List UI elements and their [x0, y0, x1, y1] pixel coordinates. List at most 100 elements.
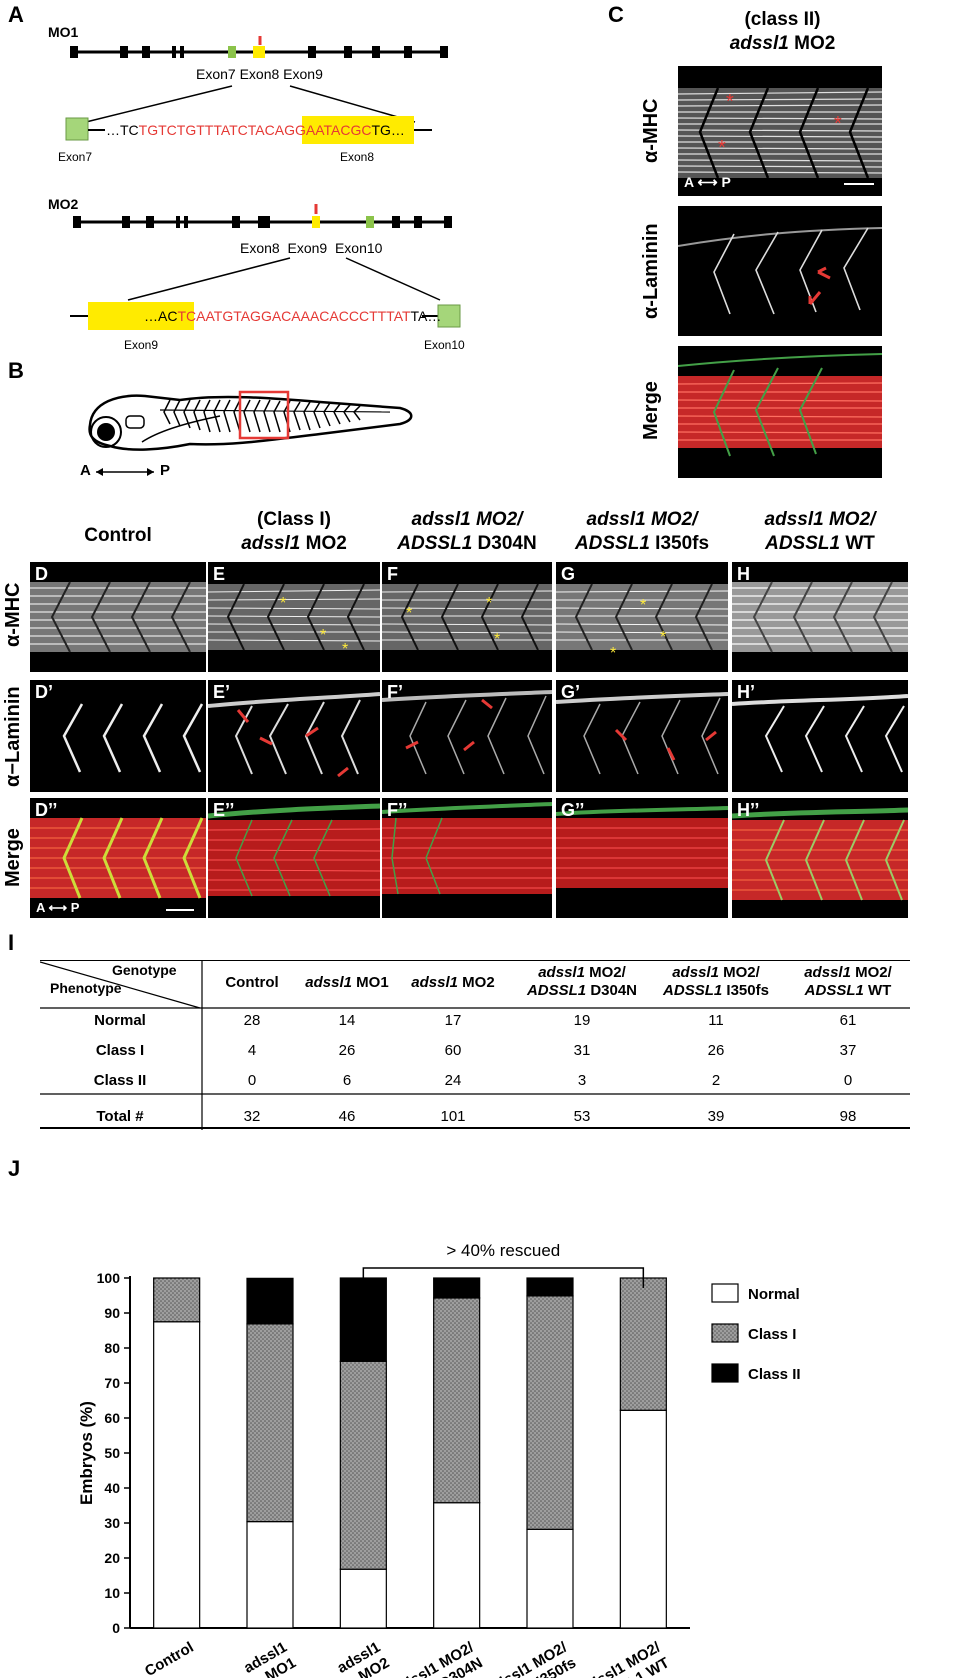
- mo1-exon7-box-label: Exon7: [58, 150, 93, 164]
- bar-segment-class-i: [433, 1297, 481, 1504]
- zebrafish-larva-illustration: [88, 390, 413, 476]
- y-tick-label: 20: [104, 1550, 120, 1566]
- panel-g-image: ***G: [556, 562, 728, 672]
- legend-label: Class II: [748, 1366, 801, 1383]
- panel-label-a: A: [8, 2, 24, 27]
- table-cell: 11: [708, 1012, 724, 1029]
- table-row-normal-label: Normal: [94, 1012, 146, 1029]
- svg-text:*: *: [406, 605, 412, 622]
- x-tick-label: Control: [142, 1639, 197, 1678]
- panel-a: MO1: [0, 0, 560, 360]
- x-tick-label: adssl1 MO2/ADSSL1 D304N: [373, 1638, 487, 1678]
- mo2-label: MO2: [48, 196, 79, 212]
- bar-segment-normal: [526, 1528, 574, 1629]
- row-label-laminin: α−Laminin: [2, 686, 24, 788]
- panel-g-double-prime-image: G’’: [556, 798, 728, 918]
- x-tick-label: adssl1MO1: [241, 1639, 299, 1678]
- bar-segment-normal: [433, 1502, 481, 1629]
- svg-text:*: *: [494, 631, 500, 648]
- table-row-total-label: Total #: [96, 1108, 144, 1125]
- mo2-exon-labels: Exon8 Exon9 Exon10: [240, 240, 383, 256]
- table-corner-genotype: Genotype: [112, 962, 177, 978]
- y-tick-label: 0: [112, 1620, 120, 1636]
- panel-d-prime-image: D’: [30, 680, 206, 792]
- mo2-sequence: …ACTCAATGTAGGACAAACACCCTTTATTA…: [144, 308, 442, 324]
- table-header-mo1: adssl1 MO1: [305, 974, 389, 991]
- table-header-mo2: adssl1 MO2: [411, 974, 495, 991]
- legend-swatch-class-i: [711, 1323, 739, 1343]
- panel-c-row-label-mhc: α-MHC: [640, 98, 662, 164]
- table-headers: Control adssl1 MO1 adssl1 MO2 adssl1 MO2…: [202, 962, 910, 1008]
- y-axis-label: Embryos (%): [77, 1401, 96, 1505]
- panel-c-mhc-image: * * * A ⟷ P: [678, 66, 882, 196]
- y-tick-label: 50: [104, 1445, 120, 1461]
- y-tick-label: 80: [104, 1340, 120, 1356]
- table-cell: 19: [573, 1012, 591, 1029]
- table-cell: 32: [243, 1108, 261, 1125]
- table-rules: [40, 960, 910, 1130]
- table-row-class-i-label: Class I: [95, 1042, 145, 1059]
- table-cell: 39: [707, 1108, 725, 1125]
- bar-segment-class-i: [619, 1277, 667, 1411]
- row-label-merge: Merge: [2, 828, 24, 888]
- mo1-exon-labels: Exon7 Exon8 Exon9: [196, 66, 323, 82]
- table-row-class-ii-label: Class II: [93, 1072, 147, 1089]
- table-cell: 28: [243, 1012, 261, 1029]
- bar-segment-class-i: [526, 1295, 574, 1530]
- svg-text:*: *: [320, 627, 326, 644]
- mo2-exon10-box-label: Exon10: [424, 338, 465, 352]
- y-tick-label: 90: [104, 1305, 120, 1321]
- panel-label-b: B: [8, 358, 24, 383]
- bar-segment-class-i: [153, 1277, 201, 1323]
- table-cell: 26: [707, 1042, 725, 1059]
- table-cell: 4: [247, 1042, 257, 1059]
- bar-segment-class-ii: [433, 1277, 481, 1299]
- svg-text:*: *: [486, 595, 492, 612]
- table-cell: 0: [247, 1072, 257, 1089]
- table-cell: 3: [577, 1072, 587, 1089]
- col-header-class1: (Class I)adssl1 MO2: [241, 509, 347, 554]
- table-cell: 53: [573, 1108, 591, 1125]
- legend-label: Normal: [748, 1286, 800, 1303]
- mo1-sequence: …TCTGTCTGTTTATCTACAGGAATACGCTG…: [106, 122, 405, 138]
- rescue-annotation: > 40% rescued: [446, 1241, 560, 1260]
- table-header-i350fs: adssl1 MO2/ADSSL1 I350fs: [663, 964, 769, 999]
- y-tick-label: 70: [104, 1375, 120, 1391]
- col-header-control: Control: [84, 525, 152, 546]
- panel-h-image: H: [732, 562, 908, 672]
- table-cell: 31: [573, 1042, 591, 1059]
- svg-text:*: *: [660, 629, 666, 646]
- panel-e-double-prime-image: E’’: [208, 798, 380, 918]
- svg-text:*: *: [342, 641, 348, 658]
- panel-f-image: ***F: [382, 562, 552, 672]
- panel-c-row-label-merge: Merge: [640, 381, 662, 441]
- y-tick-label: 100: [97, 1270, 121, 1286]
- panel-label-j: J: [8, 1156, 21, 1181]
- y-tick-label: 10: [104, 1585, 120, 1601]
- table-cell: 14: [338, 1012, 356, 1029]
- bar-segment-normal: [246, 1521, 294, 1629]
- bar-segment-normal: [619, 1409, 667, 1629]
- rescue-bracket: [362, 1267, 645, 1288]
- panel-c-title: (class II) adssl1 MO2: [729, 9, 836, 54]
- table-cell: 60: [444, 1042, 462, 1059]
- table-header-d304n: adssl1 MO2/ADSSL1 D304N: [526, 964, 638, 999]
- table-cell: 61: [839, 1012, 857, 1029]
- mo1-label: MO1: [48, 24, 79, 40]
- row-label-mhc: α-MHC: [2, 582, 24, 648]
- legend-swatch-normal: [711, 1283, 739, 1303]
- panel-f-prime-image: F’: [382, 680, 552, 792]
- panel-e-image: ***E: [208, 562, 380, 672]
- table-corner-phenotype: Phenotype: [50, 980, 122, 996]
- col-header-d304n: adssl1 MO2/ADSSL1 D304N: [397, 509, 537, 554]
- gene-diagram-svg: [65, 36, 461, 330]
- x-tick-label: adssl1MO2: [334, 1639, 392, 1678]
- svg-text:*: *: [718, 137, 726, 159]
- table-cell: 26: [338, 1042, 356, 1059]
- y-tick-label: 30: [104, 1515, 120, 1531]
- x-tick-label: adssl1 MO2/ADSSL1 WT: [579, 1638, 673, 1678]
- panel-f-double-prime-image: F’’: [382, 798, 552, 918]
- bar-segment-normal: [153, 1321, 201, 1629]
- panel-label-i: I: [8, 930, 15, 955]
- bar-segment-class-i: [246, 1323, 294, 1523]
